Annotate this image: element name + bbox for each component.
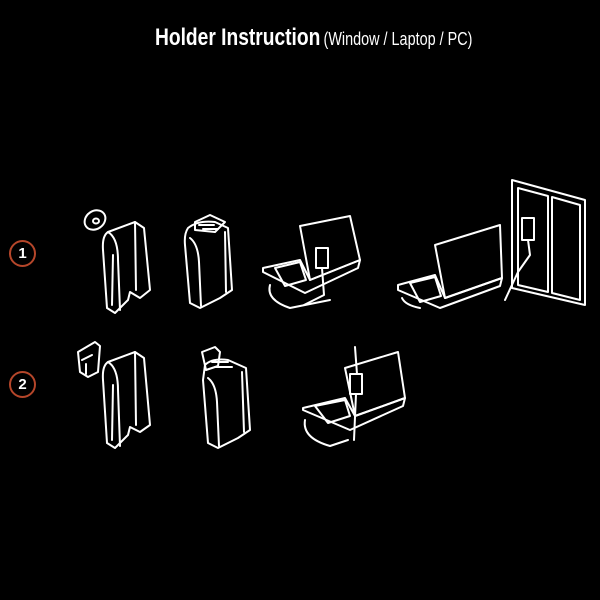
clip-mount-icon [77, 341, 101, 378]
laptop-with-holder-icon [262, 215, 361, 309]
holder-with-phone-1 [183, 214, 233, 309]
title-main: Holder Instruction [155, 24, 321, 51]
window-laptop-icon [397, 179, 586, 309]
holder-empty-1 [101, 221, 151, 314]
holder-empty-2 [101, 351, 151, 449]
holder-with-phone-clip-2 [201, 346, 251, 449]
adhesive-disc-icon [83, 209, 107, 231]
step-2-badge: 2 [9, 371, 36, 398]
step-1-badge: 1 [9, 240, 36, 267]
title-subtitle: (Window / Laptop / PC) [323, 29, 473, 49]
laptop-with-clip-icon [302, 346, 406, 447]
page-title: Holder Instruction (Window / Laptop / PC… [155, 24, 472, 52]
